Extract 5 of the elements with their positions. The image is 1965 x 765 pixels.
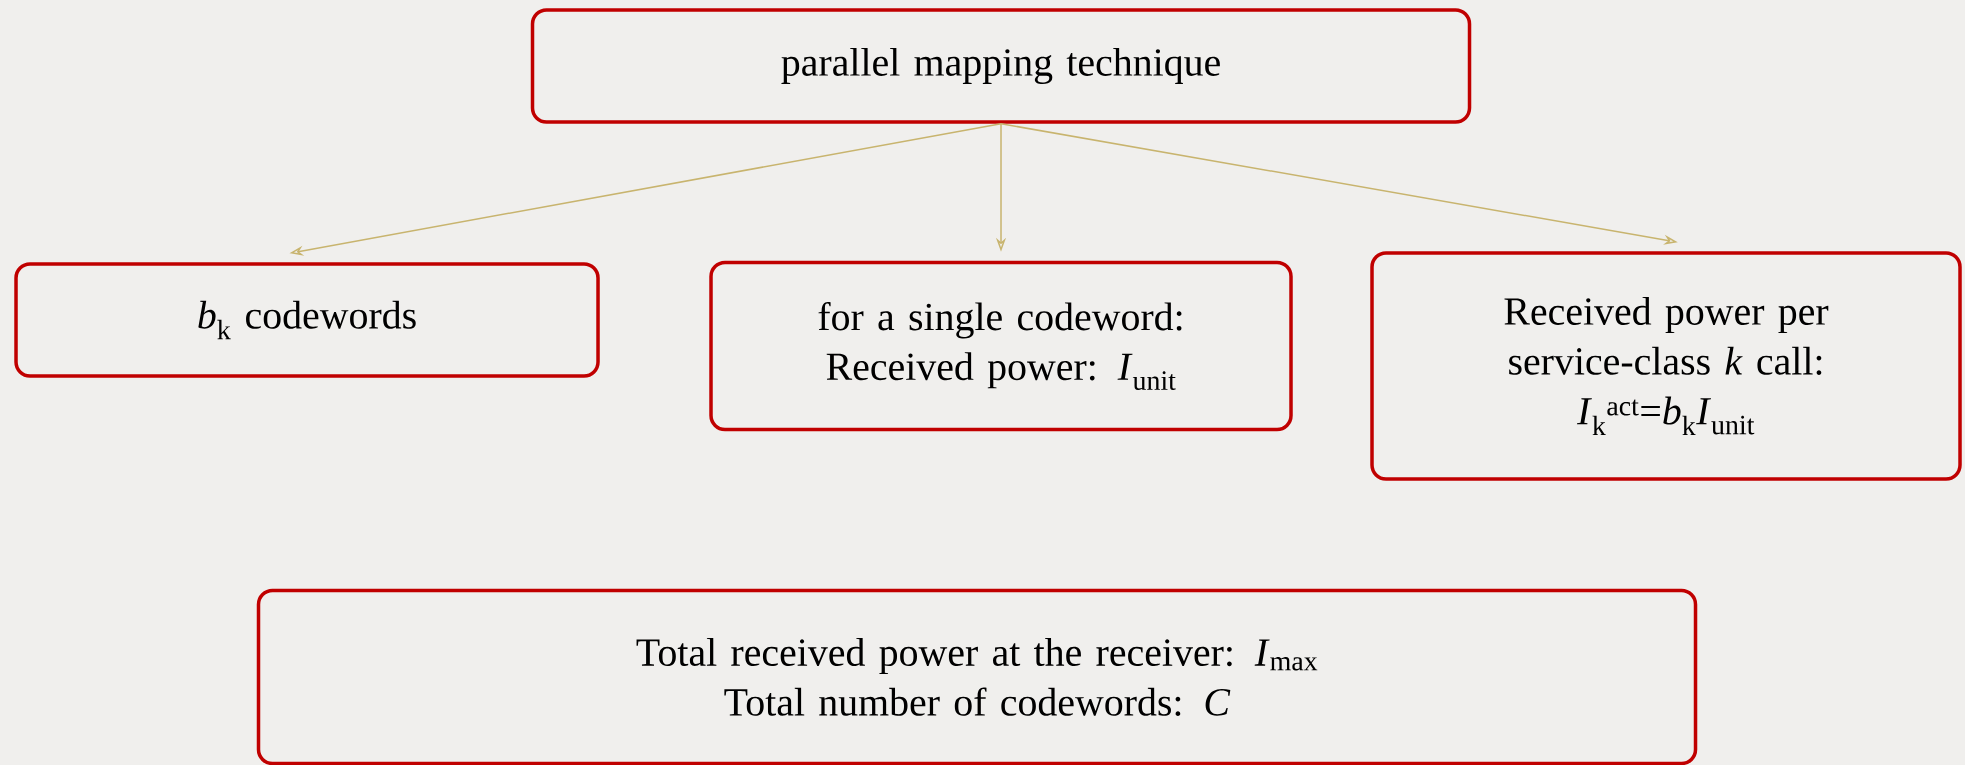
text-box: parallel mapping technique — [530, 8, 1472, 124]
text-box: Received power per service-class k call: I$_{k}$$^{act}$=b$_{k}$I$_{unit}$ — [1370, 251, 1962, 481]
text-box: for a single codeword: Received power: I$_{unit}$ — [709, 260, 1293, 432]
text-box: Total received power at the receiver: I$_{max}$ Total number of codewords: C — [256, 588, 1698, 765]
text-box: b$_{k}$ codewords — [14, 262, 600, 378]
